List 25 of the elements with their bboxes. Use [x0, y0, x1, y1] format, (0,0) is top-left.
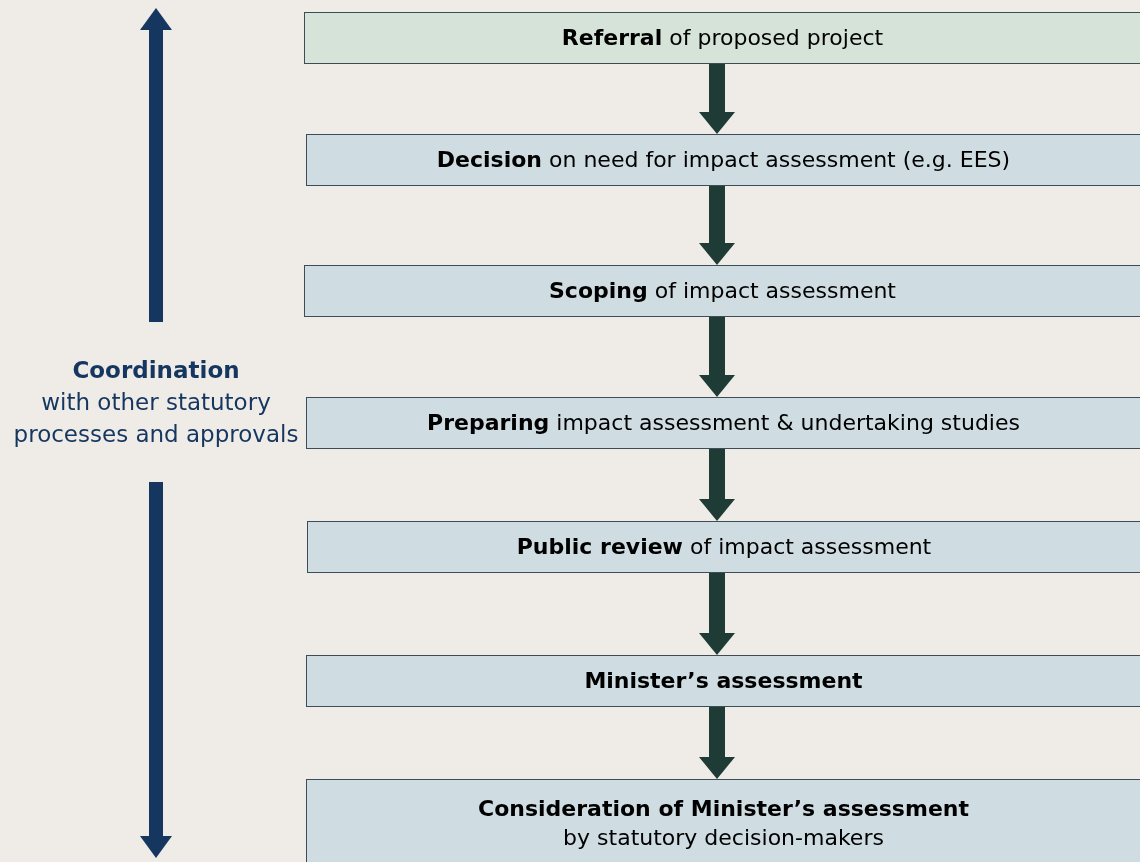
arrow — [140, 8, 172, 322]
process-box — [306, 655, 1140, 707]
step-label: Scoping of impact assessment — [549, 276, 896, 305]
step-label: Preparing impact assessment & undertaking studies — [427, 408, 1020, 437]
process-box — [304, 12, 1140, 64]
arrow — [699, 186, 735, 265]
process-box — [304, 265, 1140, 317]
arrow — [699, 64, 735, 134]
process-box — [307, 521, 1140, 573]
heading: Coordination — [72, 355, 240, 385]
step-label: Public review of impact assessment — [516, 532, 932, 561]
step-label: with other statutory processes and approvals — [12, 387, 300, 450]
process-box — [306, 134, 1140, 186]
arrow — [699, 573, 735, 655]
step-label: by statutory decision-makers — [563, 824, 884, 852]
heading: Consideration of Minister’s assessment — [478, 795, 969, 824]
arrow — [699, 449, 735, 521]
arrow — [699, 317, 735, 397]
step-label: Minister’s assessment — [584, 666, 863, 695]
step-label: Decision on need for impact assessment (e.g. EES) — [436, 145, 1011, 174]
arrow — [140, 482, 172, 858]
step-label: Referral of proposed project — [561, 23, 884, 52]
arrow — [699, 707, 735, 779]
process-box — [306, 779, 1140, 862]
process-box — [306, 397, 1140, 449]
